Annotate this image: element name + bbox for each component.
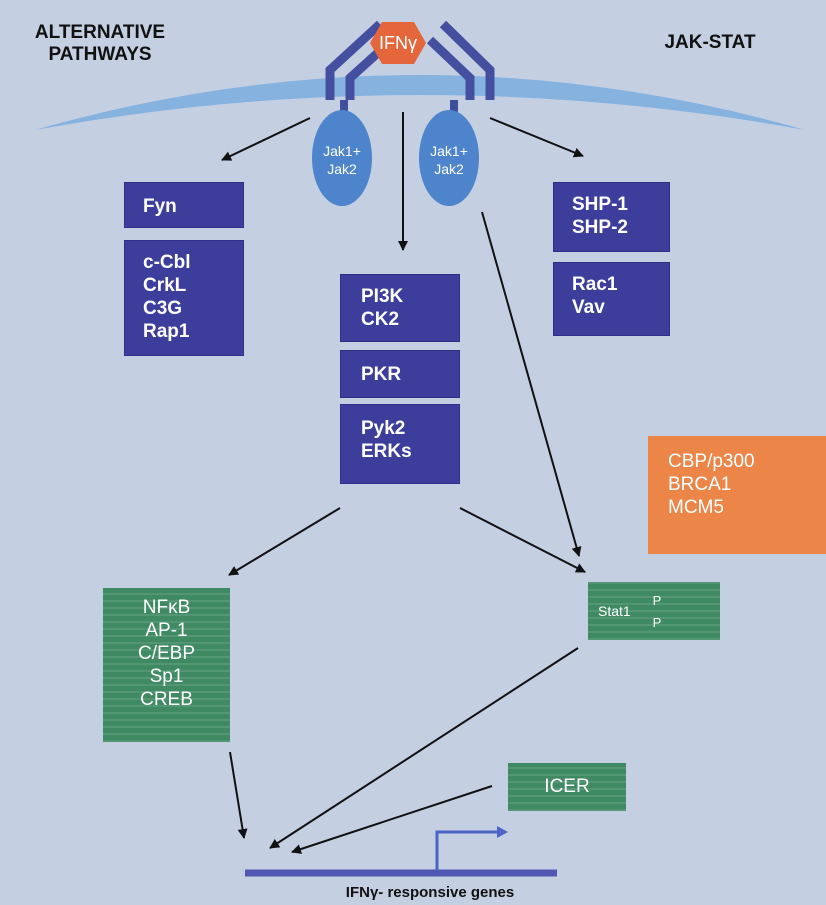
cbl-line-3: C3G <box>143 298 183 319</box>
cbp-box: CBP/p300 BRCA1 MCM5 <box>648 436 826 554</box>
ifng-text: IFNγ <box>379 33 417 53</box>
transcription-start-arrow <box>435 830 500 870</box>
arrow-to-fyn <box>221 117 311 161</box>
cbl-line-4: Rap1 <box>143 321 190 342</box>
arrow-to-stat1-from-erk <box>459 507 586 573</box>
jak-right-line-1: Jak1+ <box>430 143 468 159</box>
arrow-stat1-to-genes <box>269 647 579 849</box>
cbp-line-1: CBP/p300 <box>668 451 755 472</box>
arrow-to-stat1 <box>481 211 582 557</box>
pkr-text: PKR <box>361 364 402 385</box>
pyk2-box: Pyk2 ERKs <box>340 404 460 484</box>
phospho-label-1: P <box>652 593 662 608</box>
receptor-right <box>426 20 495 100</box>
jak-label-left: Jak1+ Jak2 <box>312 142 372 178</box>
shp-box: SHP-1 SHP-2 <box>553 182 670 252</box>
alternative-line-2: PATHWAYS <box>48 44 152 65</box>
jak-stat-label: JAK-STAT <box>650 32 770 54</box>
cbl-line-1: c-Cbl <box>143 252 191 273</box>
arrow-nfkb-to-genes <box>229 751 248 839</box>
icer-box: ICER <box>508 763 626 811</box>
arrow-to-nfkb <box>228 507 341 576</box>
nfkb-line-1: NFκB <box>142 597 191 618</box>
cbl-box: c-Cbl CrkL C3G Rap1 <box>124 240 244 356</box>
jak-oval-left <box>312 110 372 206</box>
stat1-box: Stat1 <box>588 582 720 640</box>
nfkb-line-2: AP-1 <box>145 620 188 641</box>
alternative-pathways-label: ALTERNATIVE PATHWAYS <box>10 22 190 66</box>
rac-line-2: Vav <box>572 297 605 318</box>
arrow-to-shp <box>489 117 584 158</box>
transcription-arrowhead <box>497 826 508 838</box>
cbp-line-3: MCM5 <box>668 497 724 518</box>
shp-line-2: SHP-2 <box>572 217 628 238</box>
fyn-text: Fyn <box>143 196 177 217</box>
jak-stat-text: JAK-STAT <box>664 32 756 53</box>
phospho-label-2: P <box>652 615 662 630</box>
arrow-icer-to-genes <box>291 785 493 854</box>
nfkb-line-4: Sp1 <box>149 666 184 687</box>
cbp-line-2: BRCA1 <box>668 474 732 495</box>
ifng-ligand <box>370 22 426 64</box>
fyn-box: Fyn <box>124 182 244 228</box>
nfkb-line-3: C/EBP <box>137 643 196 664</box>
pkr-box: PKR <box>340 350 460 398</box>
alternative-line-1: ALTERNATIVE <box>34 22 166 43</box>
jak-right-line-2: Jak2 <box>434 161 464 177</box>
rac-box: Rac1 Vav <box>553 262 670 336</box>
cell-membrane <box>35 75 805 130</box>
shp-line-1: SHP-1 <box>572 194 628 215</box>
pi3k-line-1: PI3K <box>361 286 404 307</box>
cbl-line-2: CrkL <box>143 275 187 296</box>
jak-left-line-2: Jak2 <box>327 161 357 177</box>
jak-left-line-1: Jak1+ <box>323 143 361 159</box>
pyk2-line-2: ERKs <box>361 441 412 462</box>
icer-text: ICER <box>544 776 590 797</box>
nfkb-box: NFκB AP-1 C/EBP Sp1 CREB <box>103 588 230 742</box>
phospho-labels: P P <box>648 590 666 634</box>
nfkb-line-5: CREB <box>140 689 193 710</box>
pyk2-line-1: Pyk2 <box>361 418 406 439</box>
rac-line-1: Rac1 <box>572 274 618 295</box>
pi3k-line-2: CK2 <box>361 309 400 330</box>
pi3k-box: PI3K CK2 <box>340 274 460 342</box>
responsive-genes-label: IFNγ- responsive genes <box>345 884 515 901</box>
jak-label-right: Jak1+ Jak2 <box>419 142 479 178</box>
stat1-text: Stat1 <box>598 603 631 619</box>
jak-oval-right <box>419 110 479 206</box>
